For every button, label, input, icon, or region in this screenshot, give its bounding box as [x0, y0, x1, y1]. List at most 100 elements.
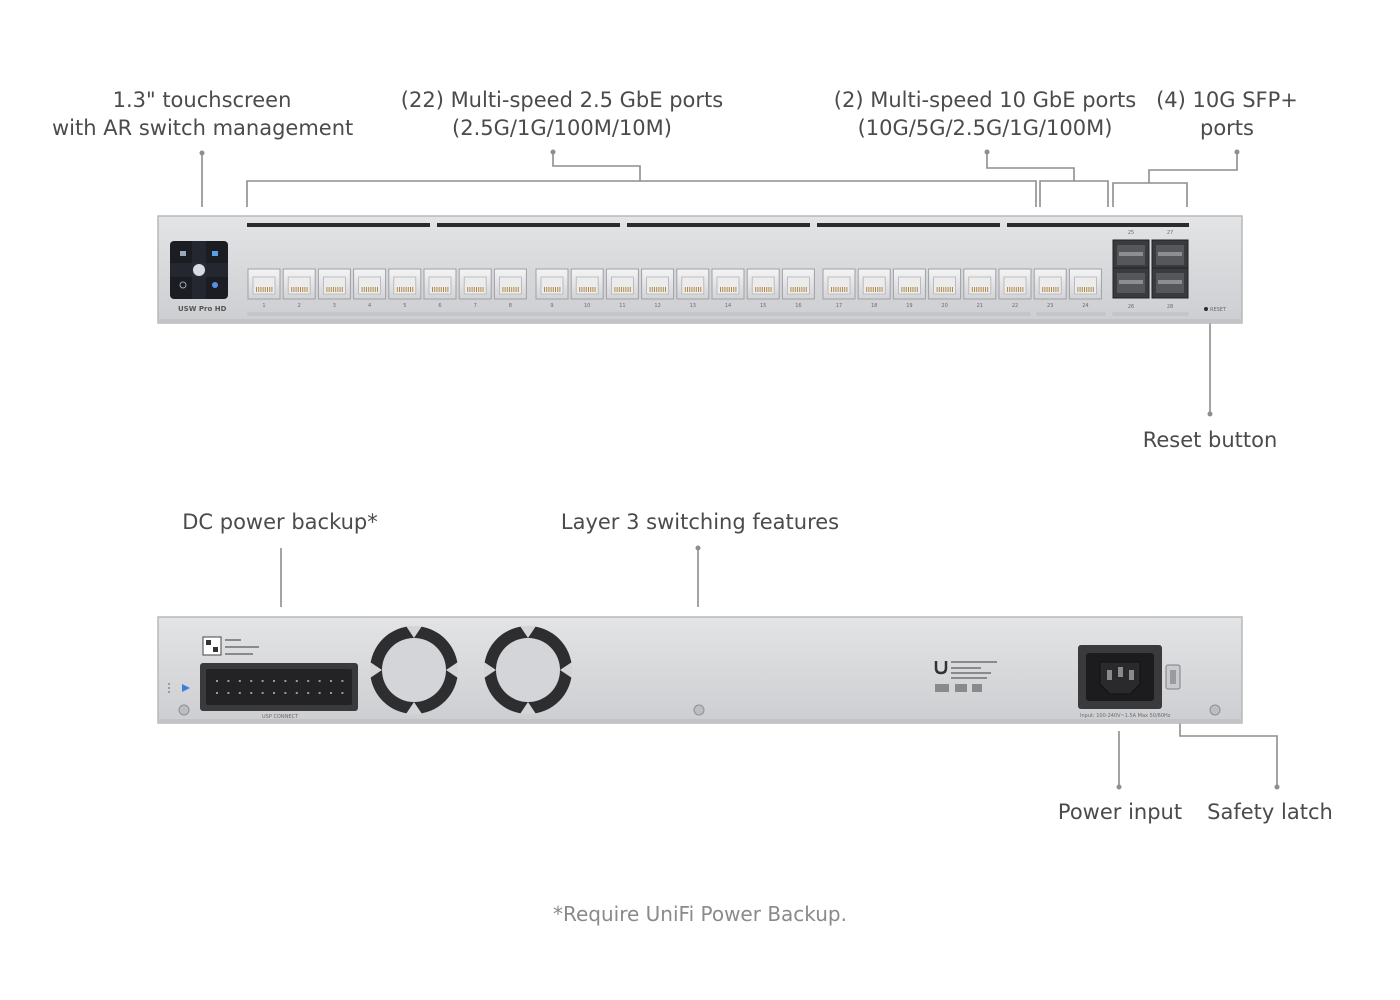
usp-pin [295, 680, 298, 682]
safety-latch-leader [1179, 718, 1278, 787]
port-group-strips [247, 223, 1189, 227]
rj45-port-19[interactable]: 19 [892, 268, 926, 309]
rj45-port-18[interactable]: 18 [857, 268, 891, 309]
touchscreen-display[interactable] [170, 241, 228, 299]
ports-2-5g-bracket [246, 180, 1037, 207]
rj45-port-number: 18 [871, 303, 877, 309]
regulatory-label [934, 661, 997, 692]
ports-10g-bracket [1039, 180, 1109, 207]
usp-pin [330, 692, 332, 694]
rj45-port-2[interactable]: 2 [282, 268, 316, 309]
reset-callout: Reset button [1142, 428, 1278, 452]
touchscreen-callout-line1: 1.3" touchscreen [112, 88, 292, 112]
fan-right [484, 626, 572, 714]
usp-connector[interactable] [200, 663, 358, 711]
rj45-port-7[interactable]: 7 [458, 268, 492, 309]
rj45-port-number: 11 [619, 303, 625, 309]
rj45-port-number: 7 [474, 303, 477, 309]
rj45-port-number: 20 [941, 303, 947, 309]
rj45-port-number: 9 [550, 303, 553, 309]
power-input-callout: Power input [1057, 800, 1183, 824]
usp-pin [318, 692, 321, 694]
usp-pin [216, 692, 218, 694]
rj45-port-16[interactable]: 16 [781, 268, 815, 309]
sfp-port-27[interactable]: 27 [1151, 230, 1189, 271]
rj45-port-24[interactable]: 24 [1068, 268, 1102, 309]
sfp-port-28[interactable]: 28 [1151, 267, 1189, 310]
rj45-port-12[interactable]: 12 [641, 268, 675, 309]
ports-10g-callout-line2: (10G/5G/2.5G/1G/100M) [857, 116, 1113, 140]
rj45-port-3[interactable]: 3 [317, 268, 351, 309]
rj45-port-number: 4 [368, 303, 371, 309]
usp-pin [227, 680, 230, 682]
rj45-port-14[interactable]: 14 [711, 268, 745, 309]
rj45-port-13[interactable]: 13 [676, 268, 710, 309]
sfp-port-block: 25 27 26 28 [1112, 230, 1189, 310]
rj45-port-1[interactable]: 1 [247, 268, 281, 309]
reset-button[interactable] [1204, 307, 1208, 311]
rj45-port-17[interactable]: 17 [822, 268, 856, 309]
usp-pin [318, 680, 321, 682]
rj45-port-number: 6 [438, 303, 441, 309]
rj45-port-number: 3 [333, 303, 336, 309]
rj45-port-number: 21 [977, 303, 983, 309]
touchscreen-callout: 1.3" touchscreen with AR switch manageme… [52, 86, 354, 142]
rj45-port-number: 14 [725, 303, 731, 309]
usp-pin [238, 692, 241, 694]
rj45-port-23[interactable]: 23 [1033, 268, 1067, 309]
chassis-screws [178, 704, 1221, 716]
usp-pin [284, 692, 287, 694]
ac-power-inlet[interactable] [1078, 645, 1162, 709]
ports-2-5g-callout-line1: (22) Multi-speed 2.5 GbE ports [400, 88, 724, 112]
sfp-callout: (4) 10G SFP+ ports [1152, 86, 1302, 142]
rj45-port-number: 19 [906, 303, 912, 309]
rj45-port-8[interactable]: 8 [493, 268, 527, 309]
rj45-port-number: 17 [836, 303, 842, 309]
layer3-callout: Layer 3 switching features [560, 510, 840, 534]
rj45-port-11[interactable]: 11 [605, 268, 639, 309]
fan-left [370, 626, 458, 714]
rj45-port-number: 23 [1047, 303, 1053, 309]
sfp-port-26[interactable]: 26 [1112, 267, 1150, 310]
rj45-port-number: 22 [1012, 303, 1018, 309]
rj45-port-21[interactable]: 21 [963, 268, 997, 309]
touchscreen-callout-line2: with AR switch management [52, 116, 354, 140]
usp-pin [250, 680, 253, 682]
ports-10g-leader [986, 153, 1075, 181]
sfp-port-25[interactable]: 25 [1112, 230, 1150, 271]
rj45-port-5[interactable]: 5 [388, 268, 422, 309]
rj45-port-number: 16 [795, 303, 801, 309]
rj45-port-10[interactable]: 10 [570, 268, 604, 309]
sfp-port-number: 26 [1128, 304, 1134, 310]
qr-code-icon [202, 636, 222, 656]
rj45-port-20[interactable]: 20 [928, 268, 962, 309]
rj45-port-number: 2 [298, 303, 301, 309]
rj45-port-9[interactable]: 9 [535, 268, 569, 309]
rj45-port-number: 12 [654, 303, 660, 309]
usp-pin [238, 680, 241, 682]
dc-power-callout: DC power backup* [182, 510, 378, 534]
sfp-port-number: 27 [1167, 230, 1173, 236]
sfp-callout-line2: ports [1200, 116, 1254, 140]
power-rating-label: Input: 100-240V~1.5A Max 50/60Hz [1080, 713, 1171, 719]
rj45-port-15[interactable]: 15 [746, 268, 780, 309]
safety-latch-callout: Safety latch [1207, 800, 1333, 824]
speed-bars [247, 312, 1189, 316]
back-leader-lines [280, 548, 1278, 787]
rj45-port-6[interactable]: 6 [423, 268, 457, 309]
safety-latch[interactable] [1165, 664, 1181, 690]
ubiquiti-logo-icon [934, 661, 948, 675]
usp-pin [261, 692, 264, 694]
model-label: USW Pro HD [178, 305, 227, 313]
front-leader-lines [201, 153, 1238, 414]
status-indicators [168, 683, 190, 693]
rj45-port-number: 8 [509, 303, 512, 309]
rj45-port-number: 13 [690, 303, 696, 309]
sfp-port-number: 28 [1167, 304, 1173, 310]
ports-2-5g-callout: (22) Multi-speed 2.5 GbE ports (2.5G/1G/… [382, 86, 742, 142]
rj45-port-4[interactable]: 4 [353, 268, 387, 309]
usp-pin [216, 680, 218, 682]
rj45-port-22[interactable]: 22 [998, 268, 1032, 309]
